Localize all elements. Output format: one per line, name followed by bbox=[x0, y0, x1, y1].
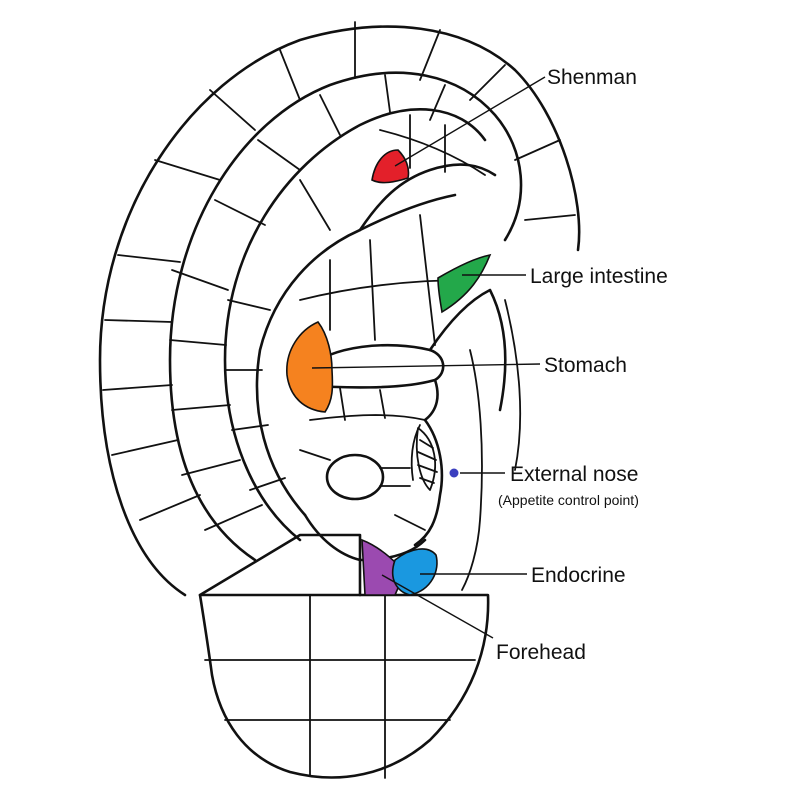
stomach-region bbox=[286, 321, 334, 413]
label-endocrine: Endocrine bbox=[531, 564, 626, 587]
external-nose-dot bbox=[449, 468, 459, 478]
stomach-leader bbox=[311, 363, 541, 369]
acupoint-regions bbox=[286, 149, 492, 596]
endocrine-region bbox=[391, 548, 438, 596]
label-forehead: Forehead bbox=[496, 641, 586, 664]
large-intestine-region bbox=[437, 253, 492, 314]
label-external-nose-note: (Appetite control point) bbox=[498, 492, 639, 508]
ear-outline bbox=[98, 25, 581, 779]
label-stomach: Stomach bbox=[544, 354, 627, 377]
label-large-intestine: Large intestine bbox=[530, 265, 668, 288]
label-external-nose: External nose bbox=[510, 463, 638, 486]
shenman-leader bbox=[394, 76, 546, 167]
leader-lines bbox=[311, 76, 546, 639]
forehead-leader bbox=[381, 574, 494, 639]
labels: Shenman Large intestine Stomach External… bbox=[496, 66, 668, 664]
shenman-region bbox=[371, 149, 410, 184]
label-shenman: Shenman bbox=[547, 66, 637, 89]
ear-zone-grid bbox=[102, 21, 576, 779]
